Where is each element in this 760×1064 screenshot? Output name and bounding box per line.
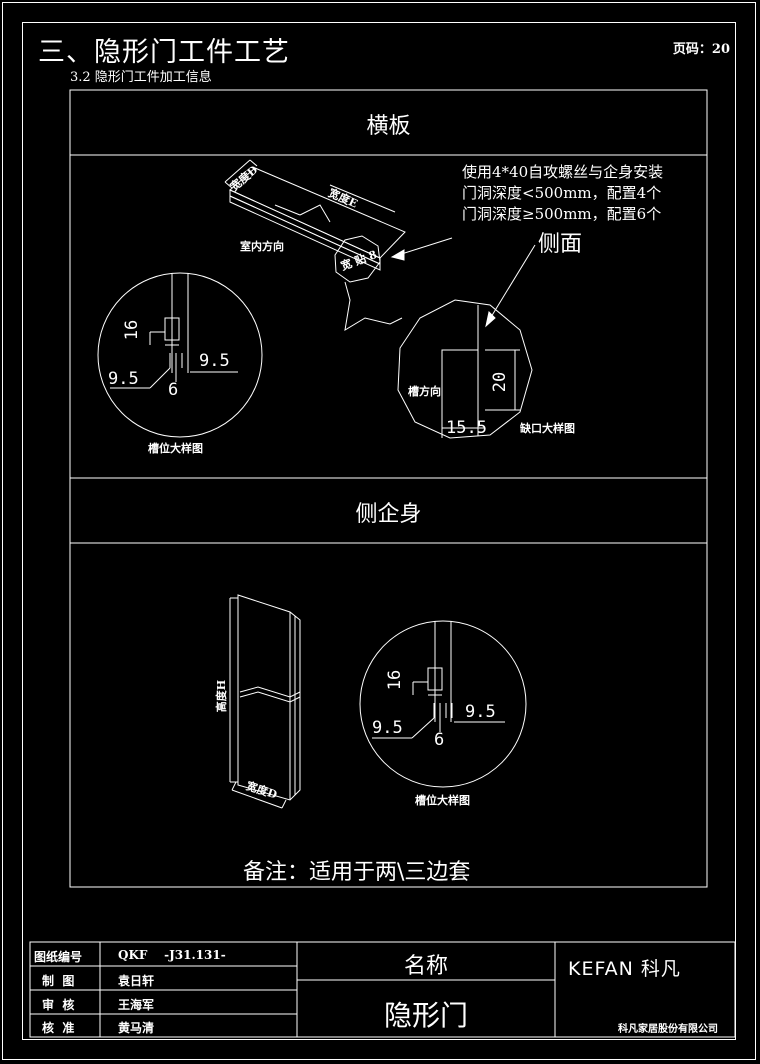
dim-6: 6	[168, 380, 179, 400]
dim-20: 20	[490, 371, 511, 393]
indoor-direction-label: 室内方向	[240, 240, 284, 253]
install-note-3: 门洞深度≥500mm，配置6个	[462, 205, 662, 223]
tb-value-drafter: 袁日轩	[118, 974, 155, 988]
dim-16: 16	[122, 319, 143, 341]
page-subtitle: 3.2 隐形门工件加工信息	[70, 70, 212, 85]
height-label: 高度H	[215, 679, 229, 713]
dim-9-5-left: 9.5	[108, 369, 139, 389]
side-label: 侧面	[538, 232, 583, 257]
dim-9-5-right-b: 9.5	[465, 702, 496, 722]
tb-value-reviewer: 王海军	[118, 998, 155, 1012]
notch-detail-caption: 缺口大样图	[520, 422, 575, 435]
slot-detail-caption-1: 槽位大样图	[148, 442, 203, 455]
section-heading-sideboard: 侧企身	[355, 502, 422, 527]
dim-16-b: 16	[385, 669, 406, 691]
inner-border	[22, 22, 736, 1040]
tb-name-value: 隐形门	[383, 999, 468, 1032]
slot-detail-1	[97, 272, 263, 438]
install-note-2: 门洞深度<500mm，配置4个	[462, 184, 662, 202]
dim-15-5: 15.5	[446, 418, 487, 438]
remark: 备注：适用于两\三边套	[243, 860, 471, 885]
install-note-1: 使用4*40自攻螺丝与企身安装	[462, 163, 664, 181]
page-title: 三、隐形门工件工艺	[38, 37, 290, 68]
company-name: 科凡家居股份有限公司	[618, 1024, 718, 1035]
notch-callout	[334, 235, 381, 283]
groove-direction-label: 槽方向	[408, 385, 441, 398]
title-block-lines	[29, 941, 736, 1038]
tb-label-reviewer: 审 核	[42, 998, 75, 1012]
page-number: 页码：20	[672, 42, 730, 57]
notch-detail	[397, 299, 533, 439]
dim-9-5-left-b: 9.5	[372, 718, 403, 738]
main-frame	[69, 89, 708, 888]
tb-value-drawing-no: QKF -J31.131-	[118, 948, 226, 962]
dim-6-b: 6	[434, 730, 445, 750]
tb-label-approver: 核 准	[42, 1021, 75, 1035]
slot-detail-2	[359, 620, 527, 788]
slot-detail-caption-2: 槽位大样图	[415, 794, 470, 807]
company-logo: KEFAN 科凡	[568, 958, 681, 980]
side-board-drawing	[229, 594, 301, 809]
section-heading-crossboard: 横板	[366, 114, 411, 139]
tb-label-drafter: 制 图	[42, 974, 75, 988]
crossboard-drawing	[224, 159, 536, 331]
tb-label-drawing-no: 图纸编号	[34, 950, 83, 964]
tb-name-label: 名称	[403, 954, 448, 979]
tb-value-approver: 黄马清	[118, 1021, 155, 1035]
dim-9-5-right: 9.5	[199, 351, 230, 371]
